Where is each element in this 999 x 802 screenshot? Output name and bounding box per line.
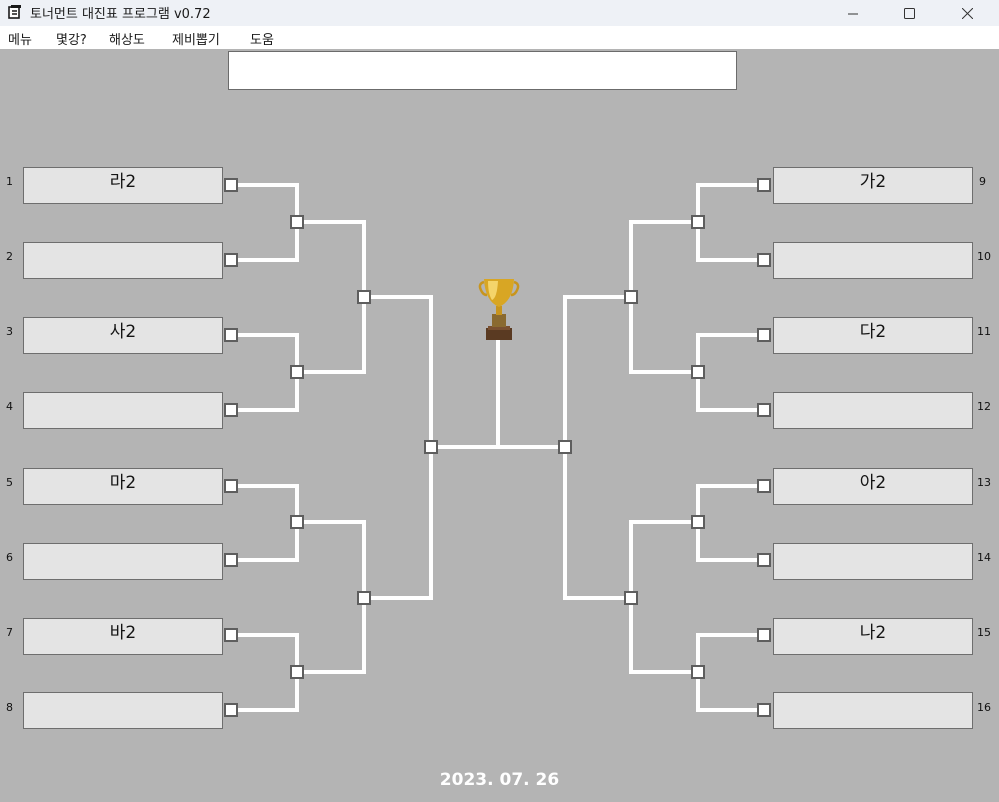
title-bar: 토너먼트 대진표 프로그램 v0.72 xyxy=(0,0,999,26)
player-slot-7[interactable]: 바2 xyxy=(23,618,223,655)
match-node-r1-1[interactable] xyxy=(224,178,238,192)
close-icon xyxy=(962,8,973,19)
menu-bar: 메뉴 몇강? 해상도 제비뽑기 도움 xyxy=(0,26,999,49)
seed-number: 3 xyxy=(6,325,13,338)
player-slot-8[interactable] xyxy=(23,692,223,729)
match-node-r1-15[interactable] xyxy=(757,628,771,642)
seed-number: 1 xyxy=(6,175,13,188)
match-node-r1-8[interactable] xyxy=(224,703,238,717)
match-node-r1-16[interactable] xyxy=(757,703,771,717)
seed-number: 16 xyxy=(977,701,991,714)
match-node-r1-4[interactable] xyxy=(224,403,238,417)
seed-number: 8 xyxy=(6,701,13,714)
match-node-r1-3[interactable] xyxy=(224,328,238,342)
player-slot-6[interactable] xyxy=(23,543,223,580)
match-node-r2-6[interactable] xyxy=(691,365,705,379)
menu-item-resolution[interactable]: 해상도 xyxy=(109,33,145,48)
tournament-date: 2023. 07. 26 xyxy=(439,770,560,790)
match-node-r1-13[interactable] xyxy=(757,479,771,493)
maximize-button[interactable] xyxy=(886,0,932,26)
match-node-semifinal-right[interactable] xyxy=(558,440,572,454)
seed-number: 2 xyxy=(6,250,13,263)
match-node-r1-2[interactable] xyxy=(224,253,238,267)
seed-number: 7 xyxy=(6,626,13,639)
window-title: 토너먼트 대진표 프로그램 v0.72 xyxy=(30,7,211,22)
menu-item-help[interactable]: 도움 xyxy=(250,33,274,48)
player-slot-15[interactable]: 나2 xyxy=(773,618,973,655)
player-slot-12[interactable] xyxy=(773,392,973,429)
minimize-icon xyxy=(848,13,858,15)
tournament-title-box[interactable] xyxy=(228,51,737,90)
player-slot-10[interactable] xyxy=(773,242,973,279)
match-node-r3-2[interactable] xyxy=(357,591,371,605)
match-node-r3-1[interactable] xyxy=(357,290,371,304)
seed-number: 15 xyxy=(977,626,991,639)
player-slot-4[interactable] xyxy=(23,392,223,429)
player-slot-14[interactable] xyxy=(773,543,973,580)
player-slot-13[interactable]: 아2 xyxy=(773,468,973,505)
match-node-r3-3[interactable] xyxy=(624,290,638,304)
match-node-r2-2[interactable] xyxy=(290,365,304,379)
match-node-r2-1[interactable] xyxy=(290,215,304,229)
seed-number: 5 xyxy=(6,476,13,489)
seed-number: 4 xyxy=(6,400,13,413)
player-slot-5[interactable]: 마2 xyxy=(23,468,223,505)
seed-number: 6 xyxy=(6,551,13,564)
seed-number: 11 xyxy=(977,325,991,338)
seed-number: 12 xyxy=(977,400,991,413)
player-slot-16[interactable] xyxy=(773,692,973,729)
seed-number: 10 xyxy=(977,250,991,263)
match-node-r1-6[interactable] xyxy=(224,553,238,567)
player-slot-9[interactable]: 가2 xyxy=(773,167,973,204)
match-node-r2-8[interactable] xyxy=(691,665,705,679)
match-node-r3-4[interactable] xyxy=(624,591,638,605)
seed-number: 14 xyxy=(977,551,991,564)
trophy-icon xyxy=(478,279,520,340)
match-node-r2-5[interactable] xyxy=(691,215,705,229)
player-slot-3[interactable]: 사2 xyxy=(23,317,223,354)
player-slot-11[interactable]: 다2 xyxy=(773,317,973,354)
match-node-r1-11[interactable] xyxy=(757,328,771,342)
player-slot-1[interactable]: 라2 xyxy=(23,167,223,204)
minimize-button[interactable] xyxy=(830,0,876,26)
seed-number: 9 xyxy=(979,175,986,188)
app-icon xyxy=(8,5,21,19)
match-node-r2-4[interactable] xyxy=(290,665,304,679)
menu-item-round-count[interactable]: 몇강? xyxy=(56,33,87,48)
match-node-r1-7[interactable] xyxy=(224,628,238,642)
match-node-r1-9[interactable] xyxy=(757,178,771,192)
seed-number: 13 xyxy=(977,476,991,489)
menu-item-menu[interactable]: 메뉴 xyxy=(8,33,32,48)
close-button[interactable] xyxy=(944,0,990,26)
match-node-r1-5[interactable] xyxy=(224,479,238,493)
player-slot-2[interactable] xyxy=(23,242,223,279)
match-node-r1-12[interactable] xyxy=(757,403,771,417)
match-node-r2-7[interactable] xyxy=(691,515,705,529)
menu-item-draw-lots[interactable]: 제비뽑기 xyxy=(172,33,220,48)
match-node-r2-3[interactable] xyxy=(290,515,304,529)
match-node-semifinal-left[interactable] xyxy=(424,440,438,454)
match-node-r1-10[interactable] xyxy=(757,253,771,267)
maximize-icon xyxy=(904,8,915,19)
match-node-r1-14[interactable] xyxy=(757,553,771,567)
